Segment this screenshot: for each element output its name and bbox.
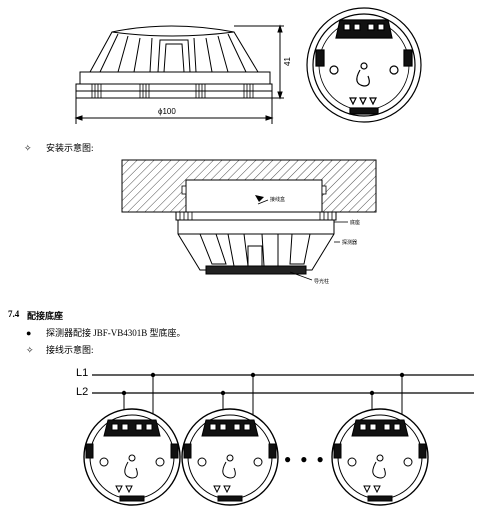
label-base: 底座 [350, 221, 361, 226]
label-detector: 探测器 [342, 241, 358, 246]
install-caption-text: 安装示意图: [46, 143, 94, 153]
label-junction-box: 接线盒 [270, 198, 286, 203]
section-title: 配接底座 [27, 311, 64, 321]
line-l2-label: L2 [76, 386, 89, 398]
section-number: 7.4 [8, 309, 20, 319]
base-unit-2 [181, 408, 279, 506]
dimension-width-label: ϕ100 [158, 107, 176, 116]
label-light-pipe: 导光柱 [314, 280, 330, 285]
base-unit-3 [331, 408, 429, 506]
base-unit-1 [83, 408, 181, 506]
ellipsis-dots: ● ● ● [284, 452, 327, 466]
line-l1-label: L1 [76, 367, 89, 379]
item-bullet-1: ● [26, 328, 32, 338]
item-bullet-2: ✧ [26, 345, 34, 355]
install-caption-bullet: ✧ [24, 143, 32, 153]
item-text-2: 接线示意图: [46, 345, 94, 355]
item-text-1: 探测器配接 JBF-VB4301B 型底座。 [46, 328, 186, 338]
